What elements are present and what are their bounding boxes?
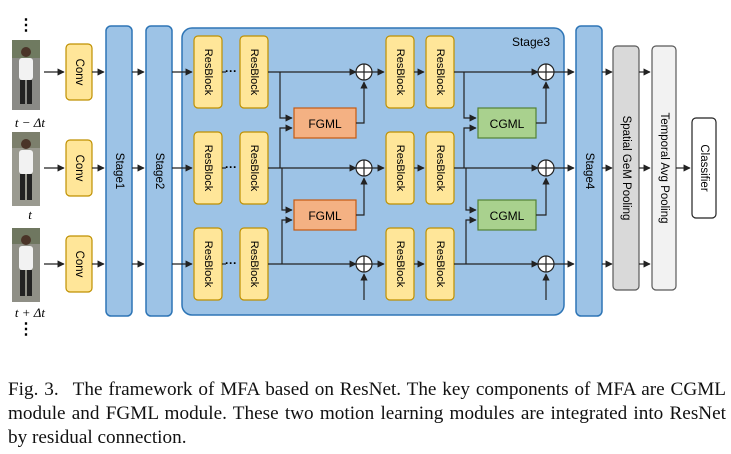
sum-node-r3-1 [355, 255, 373, 273]
cgml-module-2: CGML [477, 199, 537, 231]
sum-node-r2-2 [537, 159, 555, 177]
resblock-r1-a: ResBlock [193, 35, 223, 109]
resblock-r3-c: ResBlock [385, 227, 415, 301]
fgml-module-1: FGML [293, 107, 357, 139]
sum-node-r2-1 [355, 159, 373, 177]
sum-node-r1-2 [537, 63, 555, 81]
frame-label-t-minus: t − Δt [15, 115, 46, 130]
top-ellipsis: ⋮ [18, 17, 34, 34]
conv-block-1: Conv [65, 43, 93, 101]
svg-text:ResBlock: ResBlock [202, 145, 214, 192]
sum-node-r3-2 [537, 255, 555, 273]
svg-text:Conv: Conv [73, 59, 85, 86]
svg-text:ResBlock: ResBlock [434, 241, 446, 288]
svg-text:Stage4: Stage4 [583, 153, 595, 190]
svg-text:ResBlock: ResBlock [202, 241, 214, 288]
resblock-r3-d: ResBlock [425, 227, 455, 301]
stage1-block: Stage1 [105, 25, 133, 317]
temporal-avg-pooling-block: Temporal Avg Pooling [651, 45, 677, 291]
resblock-r1-b: ResBlock [239, 35, 269, 109]
frame-label-t: t [28, 207, 32, 222]
resblock-r2-a: ResBlock [193, 131, 223, 205]
svg-text:Stage2: Stage2 [153, 153, 165, 189]
mfa-framework-diagram: Stage3 ⋮ t − Δt t t + Δt ⋮ Conv [12, 17, 717, 338]
svg-text:ResBlock: ResBlock [202, 49, 214, 96]
svg-text:CGML: CGML [490, 117, 525, 131]
conv-block-2: Conv [65, 139, 93, 197]
spatial-gem-pooling-block: Spatial GeM Pooling [612, 45, 640, 291]
stage3-label: Stage3 [512, 35, 550, 49]
cgml-module-1: CGML [477, 107, 537, 139]
svg-text:Conv: Conv [73, 155, 85, 182]
resblock-r2-b: ResBlock [239, 131, 269, 205]
resblock-r2-c: ResBlock [385, 131, 415, 205]
svg-text:ResBlock: ResBlock [394, 241, 406, 288]
svg-text:Stage1: Stage1 [113, 153, 125, 189]
svg-text:CGML: CGML [490, 209, 525, 223]
frame-image-t [12, 132, 40, 206]
svg-text:ResBlock: ResBlock [434, 145, 446, 192]
svg-text:ResBlock: ResBlock [248, 49, 260, 96]
caption-text: The framework of MFA based on ResNet. Th… [8, 379, 726, 448]
sum-node-r1-1 [355, 63, 373, 81]
svg-text:Conv: Conv [73, 251, 85, 278]
fgml-module-2: FGML [293, 199, 357, 231]
resblock-r3-b: ResBlock [239, 227, 269, 301]
resblock-ellipsis-1: ··· [225, 64, 237, 78]
figure-caption: Fig. 3.The framework of MFA based on Res… [8, 378, 726, 450]
svg-text:ResBlock: ResBlock [434, 49, 446, 96]
frame-image-t-plus [12, 228, 40, 302]
resblock-r1-c: ResBlock [385, 35, 415, 109]
svg-text:ResBlock: ResBlock [248, 241, 260, 288]
svg-text:ResBlock: ResBlock [394, 49, 406, 96]
svg-text:FGML: FGML [308, 209, 342, 223]
classifier-block: Classifier [691, 117, 717, 219]
frame-image-t-minus [12, 40, 40, 110]
svg-text:FGML: FGML [308, 117, 342, 131]
conv-block-3: Conv [65, 235, 93, 293]
bottom-ellipsis: ⋮ [18, 321, 34, 338]
svg-text:Spatial GeM Pooling: Spatial GeM Pooling [620, 116, 632, 221]
frame-label-t-plus: t + Δt [15, 305, 46, 320]
resblock-r3-a: ResBlock [193, 227, 223, 301]
stage4-block: Stage4 [575, 25, 603, 317]
stage2-block: Stage2 [145, 25, 173, 317]
svg-text:Classifier: Classifier [698, 144, 710, 191]
resblock-r2-d: ResBlock [425, 131, 455, 205]
resblock-ellipsis-3: ··· [225, 256, 237, 270]
resblock-ellipsis-2: ··· [225, 160, 237, 174]
svg-text:ResBlock: ResBlock [394, 145, 406, 192]
resblock-r1-d: ResBlock [425, 35, 455, 109]
caption-label: Fig. 3. [8, 379, 59, 400]
stage3-container [181, 27, 565, 316]
svg-text:ResBlock: ResBlock [248, 145, 260, 192]
svg-text:Temporal Avg Pooling: Temporal Avg Pooling [658, 112, 670, 223]
